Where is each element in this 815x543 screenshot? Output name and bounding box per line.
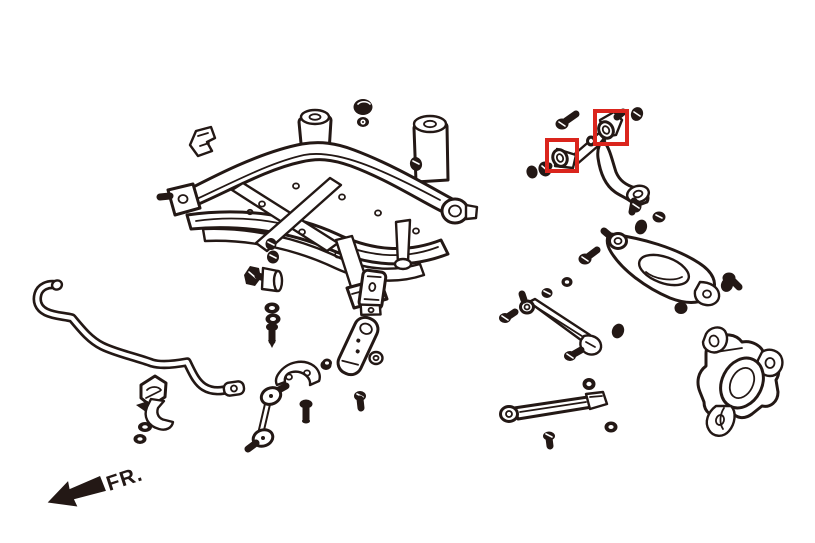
washer-pair (133, 422, 152, 444)
arrow-icon (47, 476, 106, 507)
stopper-nuts (265, 238, 279, 264)
stud-bolt (354, 391, 366, 412)
lower-control-arm (600, 227, 721, 307)
clamp-plate (274, 360, 321, 387)
front-direction-arrow: FR. (47, 462, 146, 507)
stabilizer-bar (32, 279, 246, 397)
stabilizer-bracket (136, 397, 175, 431)
nut-and-washer (353, 99, 373, 127)
bolt-down (266, 323, 278, 348)
highlight-upper-arm-rear-bushing (593, 109, 629, 146)
front-direction-label: FR. (104, 462, 146, 495)
toe-arm-hardware (499, 308, 625, 361)
lower-arm-hardware (541, 199, 743, 314)
support-bracket-upper (357, 268, 388, 316)
trailing-rod (499, 390, 609, 423)
stabilizer-end-link (244, 382, 290, 453)
stabilizer-bushing (139, 374, 168, 408)
support-bracket-lower (322, 315, 384, 377)
highlight-boxes (545, 109, 629, 173)
retainer-clip (188, 125, 217, 158)
toe-arm (518, 290, 603, 356)
link-bolt (299, 399, 313, 424)
rear-knuckle (696, 326, 784, 437)
trailing-rod-hardware (543, 378, 618, 450)
washer-stack (264, 302, 281, 325)
highlight-upper-arm-front-bushing (545, 138, 579, 173)
flange-nut (409, 157, 423, 171)
bolt-with-bushing (244, 266, 284, 293)
rear-subframe (156, 108, 479, 310)
